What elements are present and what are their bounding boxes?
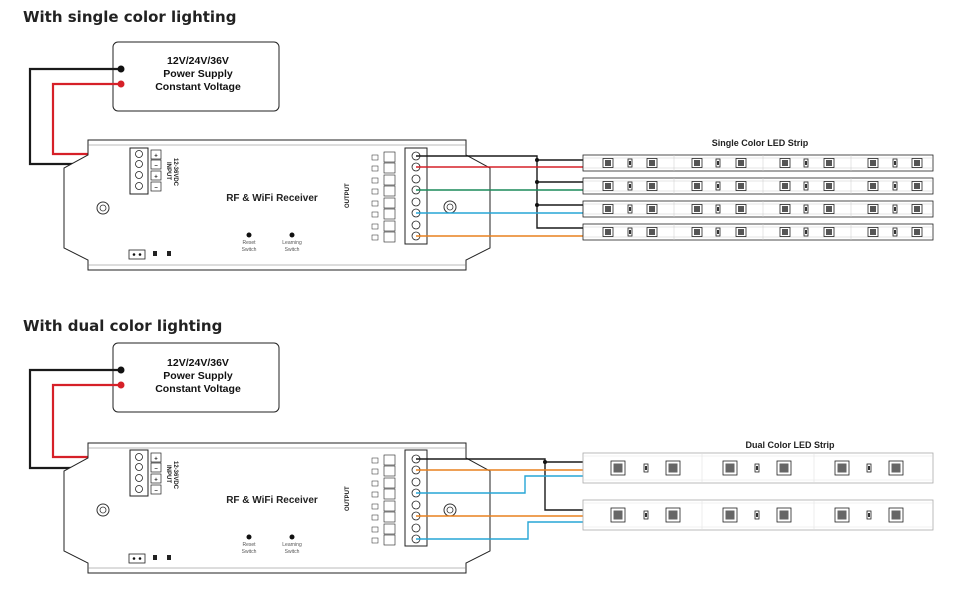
psu-terminal-negative (117, 366, 125, 374)
output-label: OUTPUT (345, 183, 351, 208)
led-strip-2 (582, 177, 934, 195)
svg-text:Switch: Switch (285, 549, 300, 555)
power-supply-box (112, 342, 280, 413)
receiver-title: RF & WiFi Receiver (226, 193, 318, 204)
dip-switch-2[interactable] (167, 555, 171, 560)
svg-text:+: + (154, 457, 158, 463)
svg-text:+: + (154, 175, 158, 181)
svg-text:Switch: Switch (242, 549, 257, 555)
common-positive-wire (416, 155, 584, 229)
receiver-title: RF & WiFi Receiver (226, 495, 318, 506)
psu-terminal-positive (117, 80, 125, 88)
led-strip-4 (582, 223, 934, 241)
dual-led-strip-2 (582, 499, 934, 531)
input-terminal-block (129, 147, 149, 195)
input-voltage-label: 12-36VDC (172, 158, 178, 187)
common-positive-wire (416, 458, 586, 511)
antenna-connector (128, 553, 146, 564)
led-strip-1 (582, 154, 934, 172)
dual-led-strip-1 (582, 452, 934, 484)
strip-label: Dual Color LED Strip (745, 440, 835, 450)
power-supply-box (112, 41, 280, 112)
strip-label: Single Color LED Strip (712, 138, 809, 148)
strip-2-cool-wire (416, 521, 586, 540)
psu-type-label: Power Supply (163, 68, 233, 80)
svg-text:−: − (154, 164, 158, 170)
svg-text:Switch: Switch (285, 247, 300, 253)
learning-switch-button[interactable] (289, 232, 295, 238)
svg-text:+: + (154, 478, 158, 484)
section-heading: With dual color lighting (23, 317, 222, 335)
psu-mode-label: Constant Voltage (155, 81, 241, 93)
section-single-color: With single color lighting 12V/24V/36V P… (23, 8, 934, 271)
reset-switch-button[interactable] (246, 232, 252, 238)
dip-switch-1[interactable] (153, 555, 157, 560)
output-terminal-block (404, 147, 428, 245)
svg-text:Reset: Reset (242, 542, 256, 548)
strip-1-cool-wire (416, 475, 586, 494)
learning-switch-button[interactable] (289, 534, 295, 540)
output-terminal-block (404, 449, 428, 547)
svg-text:−: − (154, 186, 158, 192)
svg-text:−: − (154, 467, 158, 473)
psu-type-label: Power Supply (163, 370, 233, 382)
svg-text:Learning: Learning (282, 240, 302, 246)
svg-text:Reset: Reset (242, 240, 256, 246)
svg-text:Learning: Learning (282, 542, 302, 548)
psu-terminal-negative (117, 65, 125, 73)
input-label: INPUT (165, 162, 171, 180)
svg-text:−: − (154, 489, 158, 495)
receiver-housing (63, 139, 491, 271)
psu-voltage-label: 12V/24V/36V (167, 357, 229, 369)
dip-switch-2[interactable] (167, 251, 171, 256)
input-voltage-label: 12-36VDC (172, 461, 178, 490)
psu-voltage-label: 12V/24V/36V (167, 55, 229, 67)
psu-mode-label: Constant Voltage (155, 383, 241, 395)
svg-text:+: + (154, 154, 158, 160)
section-heading: With single color lighting (23, 8, 236, 26)
antenna-connector (128, 249, 146, 260)
section-dual-color: With dual color lighting 12V/24V/36V Pow… (23, 317, 934, 574)
psu-terminal-positive (117, 381, 125, 389)
output-label: OUTPUT (345, 486, 351, 511)
dip-switch-1[interactable] (153, 251, 157, 256)
receiver-housing (63, 442, 491, 574)
input-label: INPUT (165, 465, 171, 483)
input-terminal-block (129, 449, 149, 497)
svg-text:Switch: Switch (242, 247, 257, 253)
reset-switch-button[interactable] (246, 534, 252, 540)
led-strip-3 (582, 200, 934, 218)
